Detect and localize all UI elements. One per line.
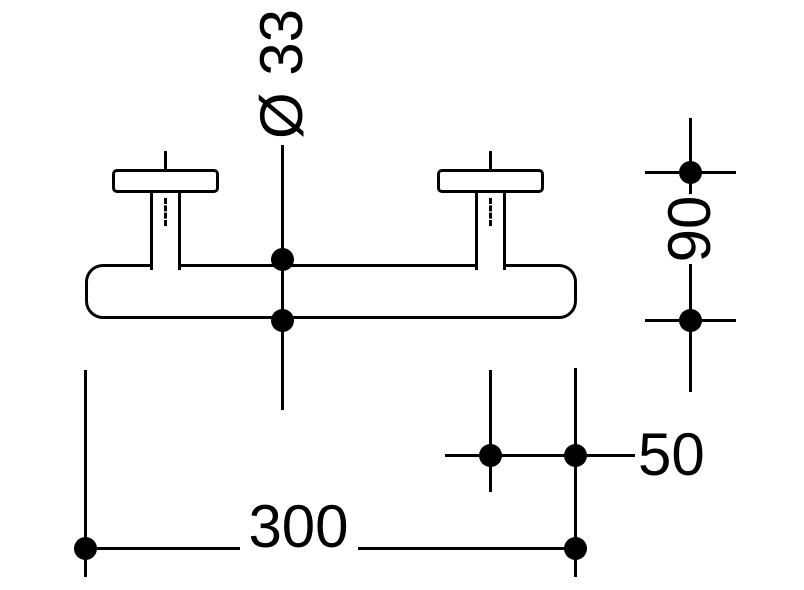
height-label: 90 — [656, 195, 723, 263]
diameter-label: Ø 33 — [248, 8, 315, 140]
left-mount-flange — [112, 169, 219, 193]
left-flange-center-tick — [164, 151, 167, 169]
length-dimension-line-left — [85, 547, 240, 550]
right-mount-flange — [437, 169, 544, 193]
diameter-dot-bottom — [271, 309, 294, 332]
length-dot-left — [74, 537, 97, 560]
offset-dot-right — [564, 444, 587, 467]
length-dimension-line-right — [358, 547, 575, 550]
left-post-centerline — [164, 198, 167, 226]
diameter-dot-top — [271, 248, 294, 271]
right-post-centerline — [489, 198, 492, 226]
length-label: 300 — [248, 493, 349, 560]
grab-bar-outline — [85, 264, 577, 319]
height-dimension-line-upper — [689, 118, 692, 194]
height-dot-lower — [679, 309, 702, 332]
offset-label: 50 — [638, 421, 705, 488]
offset-dimension-line — [445, 454, 635, 457]
offset-post-extension-line — [489, 370, 492, 492]
right-flange-center-tick — [489, 151, 492, 169]
left-extension-line — [84, 370, 87, 577]
length-dot-right — [564, 537, 587, 560]
right-extension-line — [574, 368, 577, 577]
diameter-dimension-line — [281, 145, 284, 410]
offset-dot-left — [479, 444, 502, 467]
height-dot-upper — [679, 161, 702, 184]
